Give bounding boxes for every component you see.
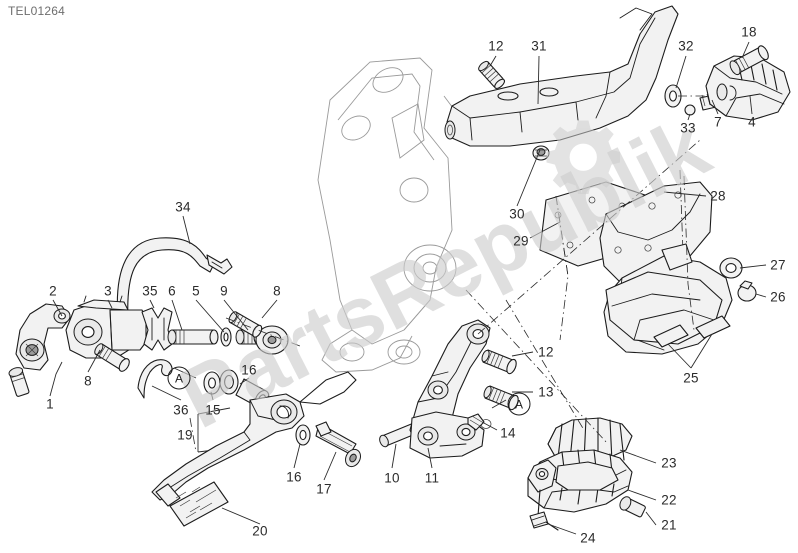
part-14-detent-pin (467, 413, 485, 431)
callout-number: 5 (192, 283, 200, 299)
callout-number: 26 (770, 289, 786, 305)
part-31-rear-bracket (444, 5, 679, 147)
callout-number: 25 (683, 370, 699, 386)
part-25-pads (653, 315, 731, 348)
callout-number: 17 (316, 481, 332, 497)
part-4-footpeg-right (705, 55, 791, 121)
reference-mark: A (507, 392, 531, 416)
callout-number: 34 (175, 199, 191, 215)
callout-number: 12 (538, 344, 554, 360)
callout-number: 12 (488, 38, 504, 54)
callout-number: 24 (580, 530, 596, 546)
part-12-bolt-mid (481, 349, 517, 375)
part-27-pivot (719, 257, 743, 279)
part-20-rubber-pad (169, 481, 229, 527)
callout-number: 1 (46, 396, 54, 412)
callout-number: 16 (241, 362, 257, 378)
callout-number: 35 (142, 283, 158, 299)
part-26-cap (737, 280, 757, 302)
callout-number: 18 (741, 24, 757, 40)
diagram-code-label: TEL01264 (8, 4, 65, 18)
part-18-bolt-right (729, 45, 769, 76)
part-2-bracket (15, 303, 71, 371)
callout-number: 7 (714, 114, 722, 130)
part-5-washer (220, 327, 232, 347)
callout-number: 21 (661, 517, 677, 533)
callout-number: 10 (384, 470, 400, 486)
part-8-bolt-left (94, 343, 130, 372)
part-33-ball-pin (684, 104, 696, 116)
part-16-bush-upper (219, 369, 239, 395)
part-21-bolt-left-peg (619, 496, 646, 518)
part-11-footrest-bracket (409, 319, 492, 459)
callout-number: 15 (205, 402, 221, 418)
part-16-washer-lower (295, 424, 311, 446)
callout-number: 8 (273, 283, 281, 299)
callout-number: 28 (710, 188, 726, 204)
callout-number: 8 (84, 373, 92, 389)
callout-number: 32 (678, 38, 694, 54)
part-6-pin (167, 329, 219, 345)
callout-number: 29 (513, 233, 529, 249)
construction-axes (189, 95, 706, 453)
callout-number: 22 (661, 492, 677, 508)
callout-number: 23 (661, 455, 677, 471)
callout-number: 3 (104, 283, 112, 299)
callout-number: 9 (220, 283, 228, 299)
part-15-washer (203, 371, 221, 395)
part-8-bolt-upper (225, 311, 301, 347)
callout-number: 27 (770, 257, 786, 273)
callout-number: 31 (531, 38, 547, 54)
callout-number: 6 (168, 283, 176, 299)
leader-lines (49, 41, 767, 535)
callout-number: 33 (680, 120, 696, 136)
callout-number: 16 (286, 469, 302, 485)
part-22-footpeg-left (527, 449, 633, 513)
lever-eye-joint (255, 325, 289, 355)
part-3-master-cylinder (65, 295, 147, 359)
callout-number: 19 (177, 427, 193, 443)
callout-number: 11 (424, 470, 440, 486)
callout-number: 30 (509, 206, 525, 222)
part-1-bolt (8, 367, 30, 397)
callout-number: 4 (748, 114, 756, 130)
callout-number: 13 (538, 384, 554, 400)
part-20-gear-lever (151, 371, 357, 507)
part-36-spring (137, 359, 173, 399)
reference-mark: A (167, 366, 191, 390)
callout-number: 20 (252, 523, 268, 539)
callout-number: 2 (49, 283, 57, 299)
callout-number: 36 (173, 402, 189, 418)
part-32-washer (664, 84, 682, 108)
part-17-adjuster-rod (315, 421, 361, 468)
frame-ghost-outline (317, 57, 461, 373)
part-30-nut (532, 145, 550, 161)
part-12-bolt-top (476, 59, 507, 91)
callout-number: 14 (500, 425, 516, 441)
